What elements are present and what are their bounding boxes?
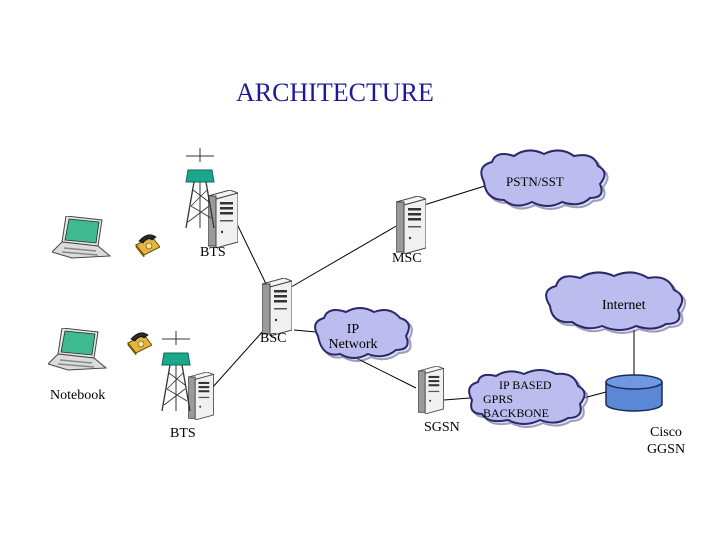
bsc-server-icon bbox=[262, 278, 292, 336]
internet-cloud-icon bbox=[545, 271, 687, 334]
bsc-label: BSC bbox=[260, 331, 287, 346]
internet-label: Internet bbox=[602, 298, 646, 313]
notebook-laptop-icon bbox=[48, 328, 107, 371]
ggsn-label: Cisco GGSN bbox=[640, 424, 692, 458]
msc-label: MSC bbox=[392, 251, 422, 266]
link-bts-top-bsc bbox=[235, 221, 269, 289]
link-sgsn-backbone bbox=[443, 397, 471, 401]
phone-top-icon bbox=[135, 234, 160, 257]
ip-network-label: IP Network bbox=[322, 322, 384, 352]
laptop-top-icon bbox=[52, 216, 111, 259]
ggsn-line-2: GGSN bbox=[646, 442, 686, 457]
backbone-cloud-icon bbox=[468, 369, 589, 428]
pstn-label: PSTN/SST bbox=[506, 174, 564, 189]
msc-server-icon bbox=[396, 196, 426, 254]
ip-network-line-1: IP bbox=[346, 322, 360, 337]
pstn-cloud-icon bbox=[480, 149, 609, 210]
backbone-line-2: GPRS bbox=[483, 392, 514, 406]
link-bsc-bts-bottom bbox=[211, 329, 265, 389]
notebook-label: Notebook bbox=[50, 388, 106, 403]
link-msc-pstn bbox=[423, 184, 489, 206]
bts-bottom-label: BTS bbox=[170, 426, 196, 441]
backbone-line-1: IP BASED bbox=[499, 378, 552, 392]
sgsn-server-icon bbox=[418, 366, 444, 414]
bts-top-label: BTS bbox=[200, 245, 226, 260]
link-ip-network-sgsn bbox=[351, 355, 417, 389]
ggsn-line-1: Cisco bbox=[650, 425, 682, 440]
sgsn-label: SGSN bbox=[424, 420, 460, 435]
bts-bottom-tower-icon bbox=[161, 330, 191, 412]
backbone-line-3: BACKBONE bbox=[483, 406, 550, 420]
ip-network-cloud-icon bbox=[314, 307, 413, 362]
backbone-label: IP BASED GPRS BACKBONE bbox=[483, 378, 552, 420]
link-bsc-msc bbox=[285, 224, 399, 291]
phone-bottom-icon bbox=[127, 332, 152, 355]
link-bsc-ip-network bbox=[293, 329, 317, 333]
bts-bottom-server-icon bbox=[188, 372, 214, 420]
ggsn-cylinder-icon bbox=[605, 374, 663, 412]
page-title: ARCHITECTURE bbox=[236, 78, 434, 107]
ip-network-line-2: Network bbox=[328, 337, 378, 352]
